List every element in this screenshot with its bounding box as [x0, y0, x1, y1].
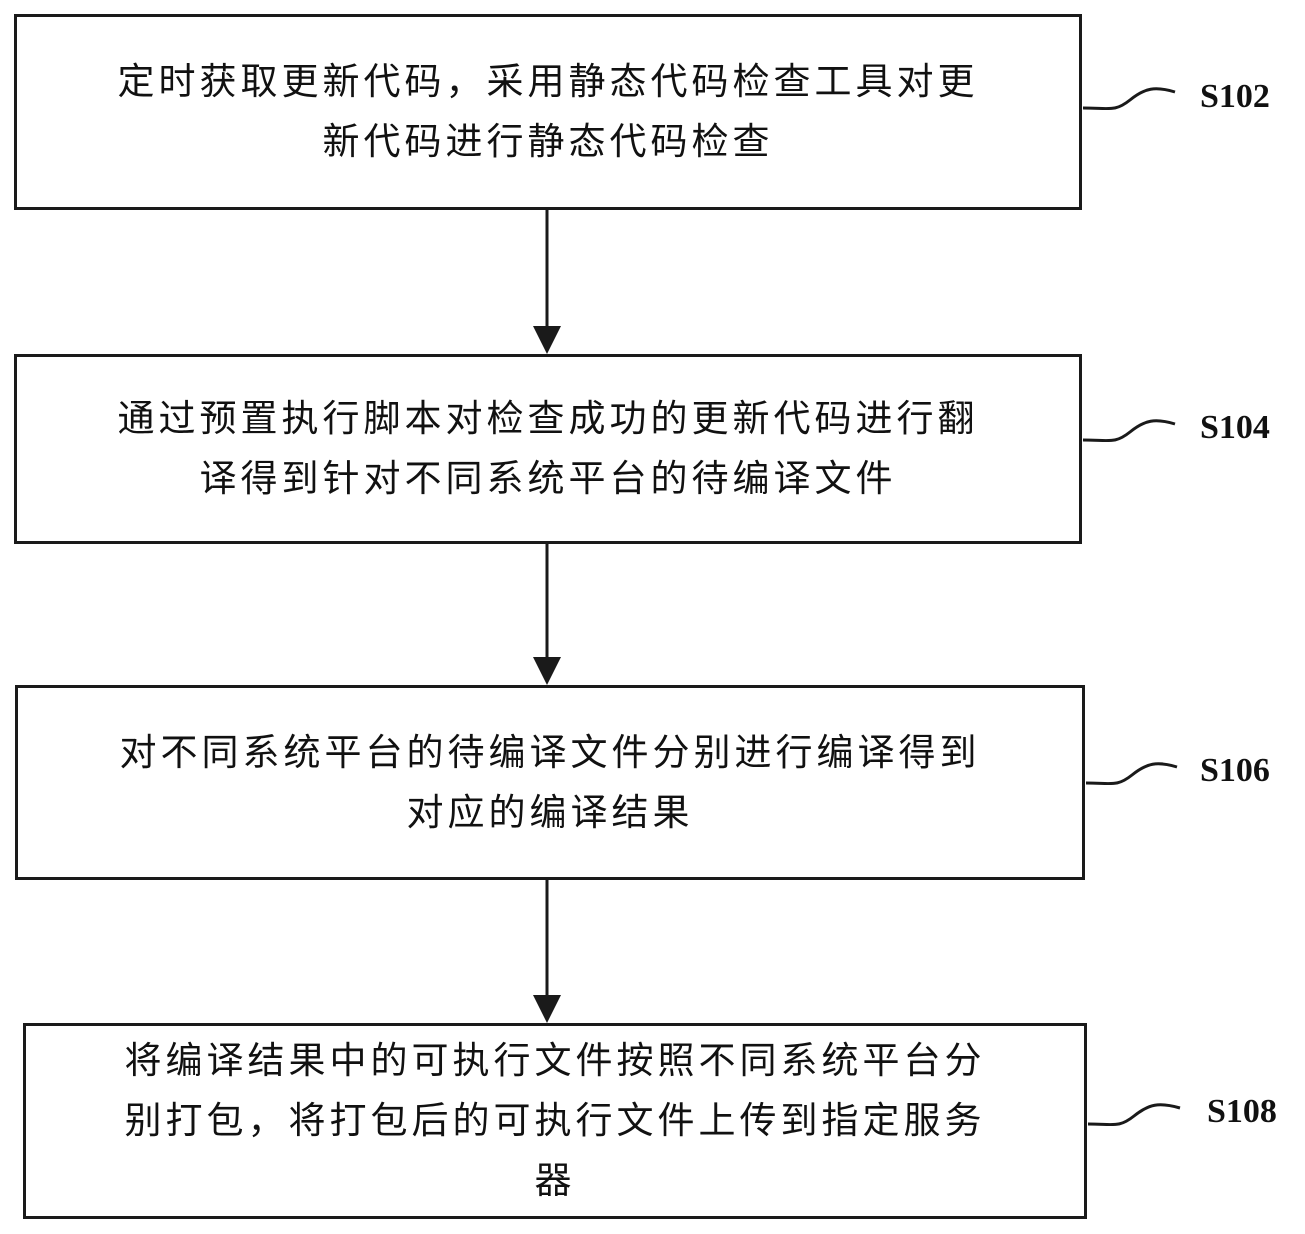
- step-label-s102: S102: [1200, 78, 1270, 115]
- leader-s104: [1082, 419, 1176, 443]
- step-line: 对应的编译结果: [406, 790, 694, 834]
- step-box-s104: 通过预置执行脚本对检查成功的更新代码进行翻 译得到针对不同系统平台的待编译文件: [14, 354, 1082, 544]
- step-text-s108: 将编译结果中的可执行文件按照不同系统平台分 别打包，将打包后的可执行文件上传到指…: [125, 1031, 986, 1211]
- leader-s106: [1085, 762, 1178, 786]
- step-box-s102: 定时获取更新代码，采用静态代码检查工具对更 新代码进行静态代码检查: [14, 14, 1082, 210]
- leader-s108: [1087, 1103, 1181, 1127]
- arrow-s104-to-s106: [533, 544, 561, 685]
- leader-s102: [1082, 87, 1176, 111]
- step-text-s104: 通过预置执行脚本对检查成功的更新代码进行翻 译得到针对不同系统平台的待编译文件: [118, 389, 979, 509]
- step-line: 定时获取更新代码，采用静态代码检查工具对更: [117, 60, 979, 103]
- step-line: 通过预置执行脚本对检查成功的更新代码进行翻: [117, 397, 979, 440]
- step-text-s106: 对不同系统平台的待编译文件分别进行编译得到 对应的编译结果: [120, 723, 981, 843]
- step-box-s108: 将编译结果中的可执行文件按照不同系统平台分 别打包，将打包后的可执行文件上传到指…: [23, 1023, 1087, 1219]
- step-line: 将编译结果中的可执行文件按照不同系统平台分: [124, 1039, 986, 1082]
- step-text-s102: 定时获取更新代码，采用静态代码检查工具对更 新代码进行静态代码检查: [118, 52, 979, 172]
- arrow-s102-to-s104: [533, 210, 561, 354]
- step-box-s106: 对不同系统平台的待编译文件分别进行编译得到 对应的编译结果: [15, 685, 1085, 880]
- step-line: 别打包，将打包后的可执行文件上传到指定服务: [124, 1099, 986, 1142]
- step-label-s104: S104: [1200, 409, 1270, 446]
- step-line: 器: [534, 1159, 576, 1202]
- step-label-s106: S106: [1200, 752, 1270, 789]
- step-line: 新代码进行静态代码检查: [322, 120, 774, 163]
- step-label-s108: S108: [1207, 1093, 1277, 1130]
- arrow-s106-to-s108: [533, 880, 561, 1023]
- step-line: 译得到针对不同系统平台的待编译文件: [199, 457, 897, 500]
- step-line: 对不同系统平台的待编译文件分别进行编译得到: [119, 730, 981, 774]
